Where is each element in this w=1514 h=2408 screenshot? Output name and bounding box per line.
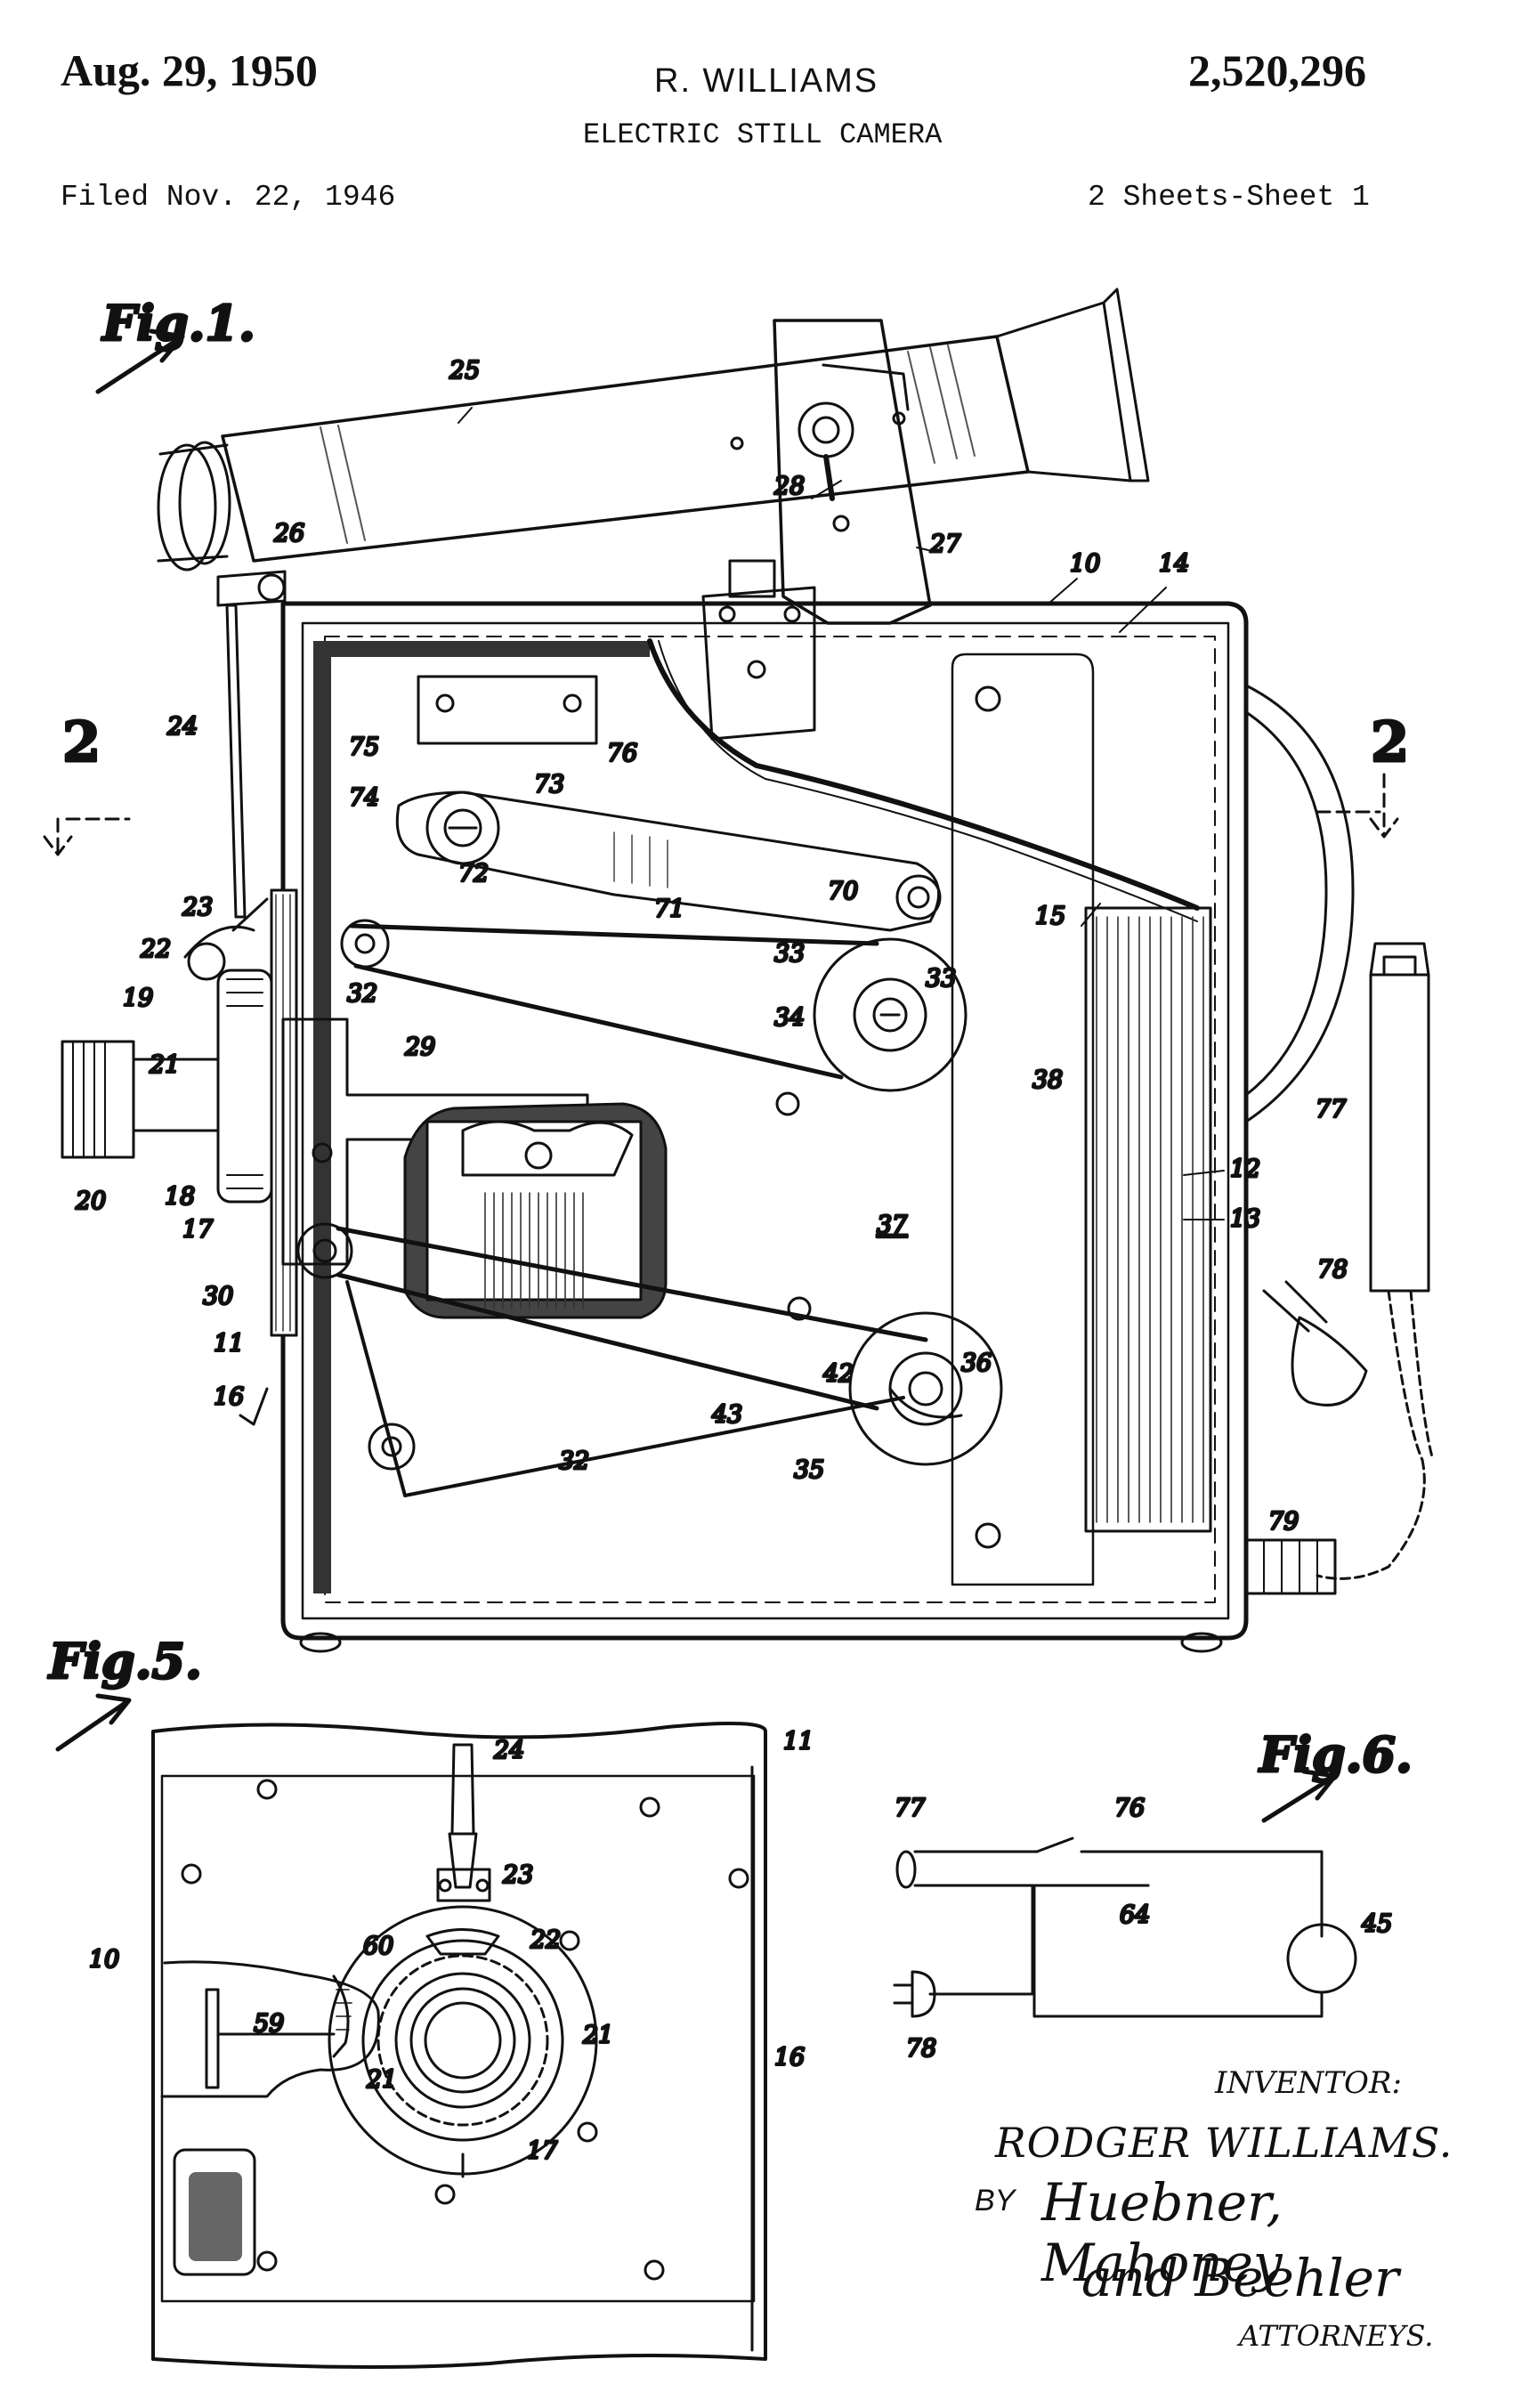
ref5-21-left: 21 bbox=[366, 2066, 397, 2094]
ref-43: 43 bbox=[711, 1401, 742, 1429]
patent-number: 2,520,296 bbox=[1188, 45, 1366, 95]
ref-15: 15 bbox=[1035, 903, 1065, 930]
fig-1-reference-numerals: 10 11 12 13 14 15 16 17 18 19 20 21 22 2… bbox=[74, 356, 1349, 1537]
fig-1-drawing: Fig.1. 2 2 bbox=[43, 288, 1435, 1653]
ref5-24: 24 bbox=[493, 1737, 524, 1764]
ref-32-top: 32 bbox=[347, 980, 377, 1008]
ref5-10: 10 bbox=[89, 1946, 119, 1974]
ref-17: 17 bbox=[182, 1216, 214, 1244]
ref-22: 22 bbox=[140, 936, 171, 963]
sheet-info: 2 Sheets-Sheet 1 bbox=[1088, 181, 1370, 214]
ref-71: 71 bbox=[654, 896, 684, 923]
ref-73: 73 bbox=[534, 771, 564, 799]
ref5-60: 60 bbox=[363, 1933, 393, 1960]
ref-78: 78 bbox=[1317, 1256, 1348, 1284]
ref-37: 37 bbox=[877, 1212, 908, 1239]
patent-date: Aug. 29, 1950 bbox=[61, 45, 318, 95]
ref5-59: 59 bbox=[254, 2010, 284, 2038]
ref-18: 18 bbox=[165, 1183, 195, 1211]
ref-21: 21 bbox=[149, 1051, 180, 1079]
ref-19: 19 bbox=[123, 985, 153, 1012]
attorneys-label: ATTORNEYS. bbox=[1239, 2319, 1434, 2353]
ref-42: 42 bbox=[822, 1360, 854, 1388]
ref-13: 13 bbox=[1230, 1205, 1260, 1233]
fig-6-label: Fig.6. bbox=[1258, 1726, 1413, 1783]
ref6-45: 45 bbox=[1361, 1910, 1392, 1938]
fig-5-drawing: Fig.5. bbox=[46, 1632, 767, 2369]
ref6-78: 78 bbox=[906, 2035, 936, 2063]
ref-26: 26 bbox=[273, 520, 304, 547]
ref6-76: 76 bbox=[1114, 1795, 1145, 1822]
ref-12: 12 bbox=[1230, 1155, 1260, 1183]
ref-38: 38 bbox=[1032, 1066, 1063, 1094]
ref-76: 76 bbox=[607, 740, 637, 767]
ref-28: 28 bbox=[773, 473, 805, 500]
ref-29: 29 bbox=[404, 1034, 435, 1061]
ref-25: 25 bbox=[449, 357, 480, 385]
ref-24: 24 bbox=[166, 713, 198, 741]
ref-10: 10 bbox=[1070, 550, 1100, 578]
fig-5-label: Fig.5. bbox=[47, 1633, 202, 1690]
inventor-heading: INVENTOR: bbox=[1215, 2065, 1402, 2101]
section-mark-right: 2 bbox=[1371, 709, 1409, 774]
ref5-22: 22 bbox=[530, 1926, 561, 1954]
ref-74: 74 bbox=[349, 784, 379, 812]
ref-72: 72 bbox=[458, 860, 489, 888]
ref-36: 36 bbox=[961, 1350, 992, 1377]
ref5-23: 23 bbox=[502, 1861, 533, 1889]
attorney-signature-line2: and Beehler bbox=[1081, 2248, 1399, 2308]
ref-77: 77 bbox=[1316, 1096, 1347, 1123]
ref-70: 70 bbox=[828, 878, 858, 905]
filed-date: Filed Nov. 22, 1946 bbox=[61, 181, 396, 214]
attorney-signature-line1: Huebner, Mahoney bbox=[1041, 2172, 1283, 2293]
inventor-name: RODGER WILLIAMS. bbox=[995, 2119, 1453, 2167]
ref-33-pulley: 33 bbox=[926, 965, 956, 993]
fig-6-drawing: Fig.6. bbox=[893, 1725, 1413, 2018]
ref5-11: 11 bbox=[783, 1728, 814, 1755]
ref6-64: 64 bbox=[1120, 1901, 1150, 1929]
patent-title: ELECTRIC STILL CAMERA bbox=[583, 118, 943, 151]
ref-79: 79 bbox=[1268, 1508, 1299, 1536]
ref-14: 14 bbox=[1159, 550, 1189, 578]
inventor-header: R. WILLIAMS bbox=[654, 62, 879, 100]
ref5-16: 16 bbox=[774, 2044, 805, 2072]
ref5-17: 17 bbox=[527, 2137, 558, 2165]
ref-16: 16 bbox=[214, 1383, 244, 1411]
ref-30: 30 bbox=[203, 1283, 233, 1310]
ref-34: 34 bbox=[774, 1004, 805, 1032]
by-label: BY bbox=[975, 2184, 1016, 2217]
ref-11: 11 bbox=[214, 1330, 244, 1358]
fig-5-reference-numerals: 10 11 16 17 21 21 22 23 24 59 60 bbox=[88, 1727, 815, 2167]
ref5-21-right: 21 bbox=[582, 2022, 613, 2049]
ref6-77: 77 bbox=[895, 1795, 926, 1822]
ref-35: 35 bbox=[794, 1456, 824, 1484]
fig-6-reference-numerals: 77 76 64 45 78 bbox=[894, 1794, 1394, 2064]
ref-20: 20 bbox=[75, 1188, 106, 1215]
ref-27: 27 bbox=[929, 531, 961, 558]
ref-23: 23 bbox=[182, 894, 213, 921]
ref-33: 33 bbox=[774, 940, 805, 968]
ref-32-bottom: 32 bbox=[559, 1447, 589, 1475]
section-mark-left: 2 bbox=[62, 709, 101, 774]
ref-75: 75 bbox=[349, 734, 379, 761]
